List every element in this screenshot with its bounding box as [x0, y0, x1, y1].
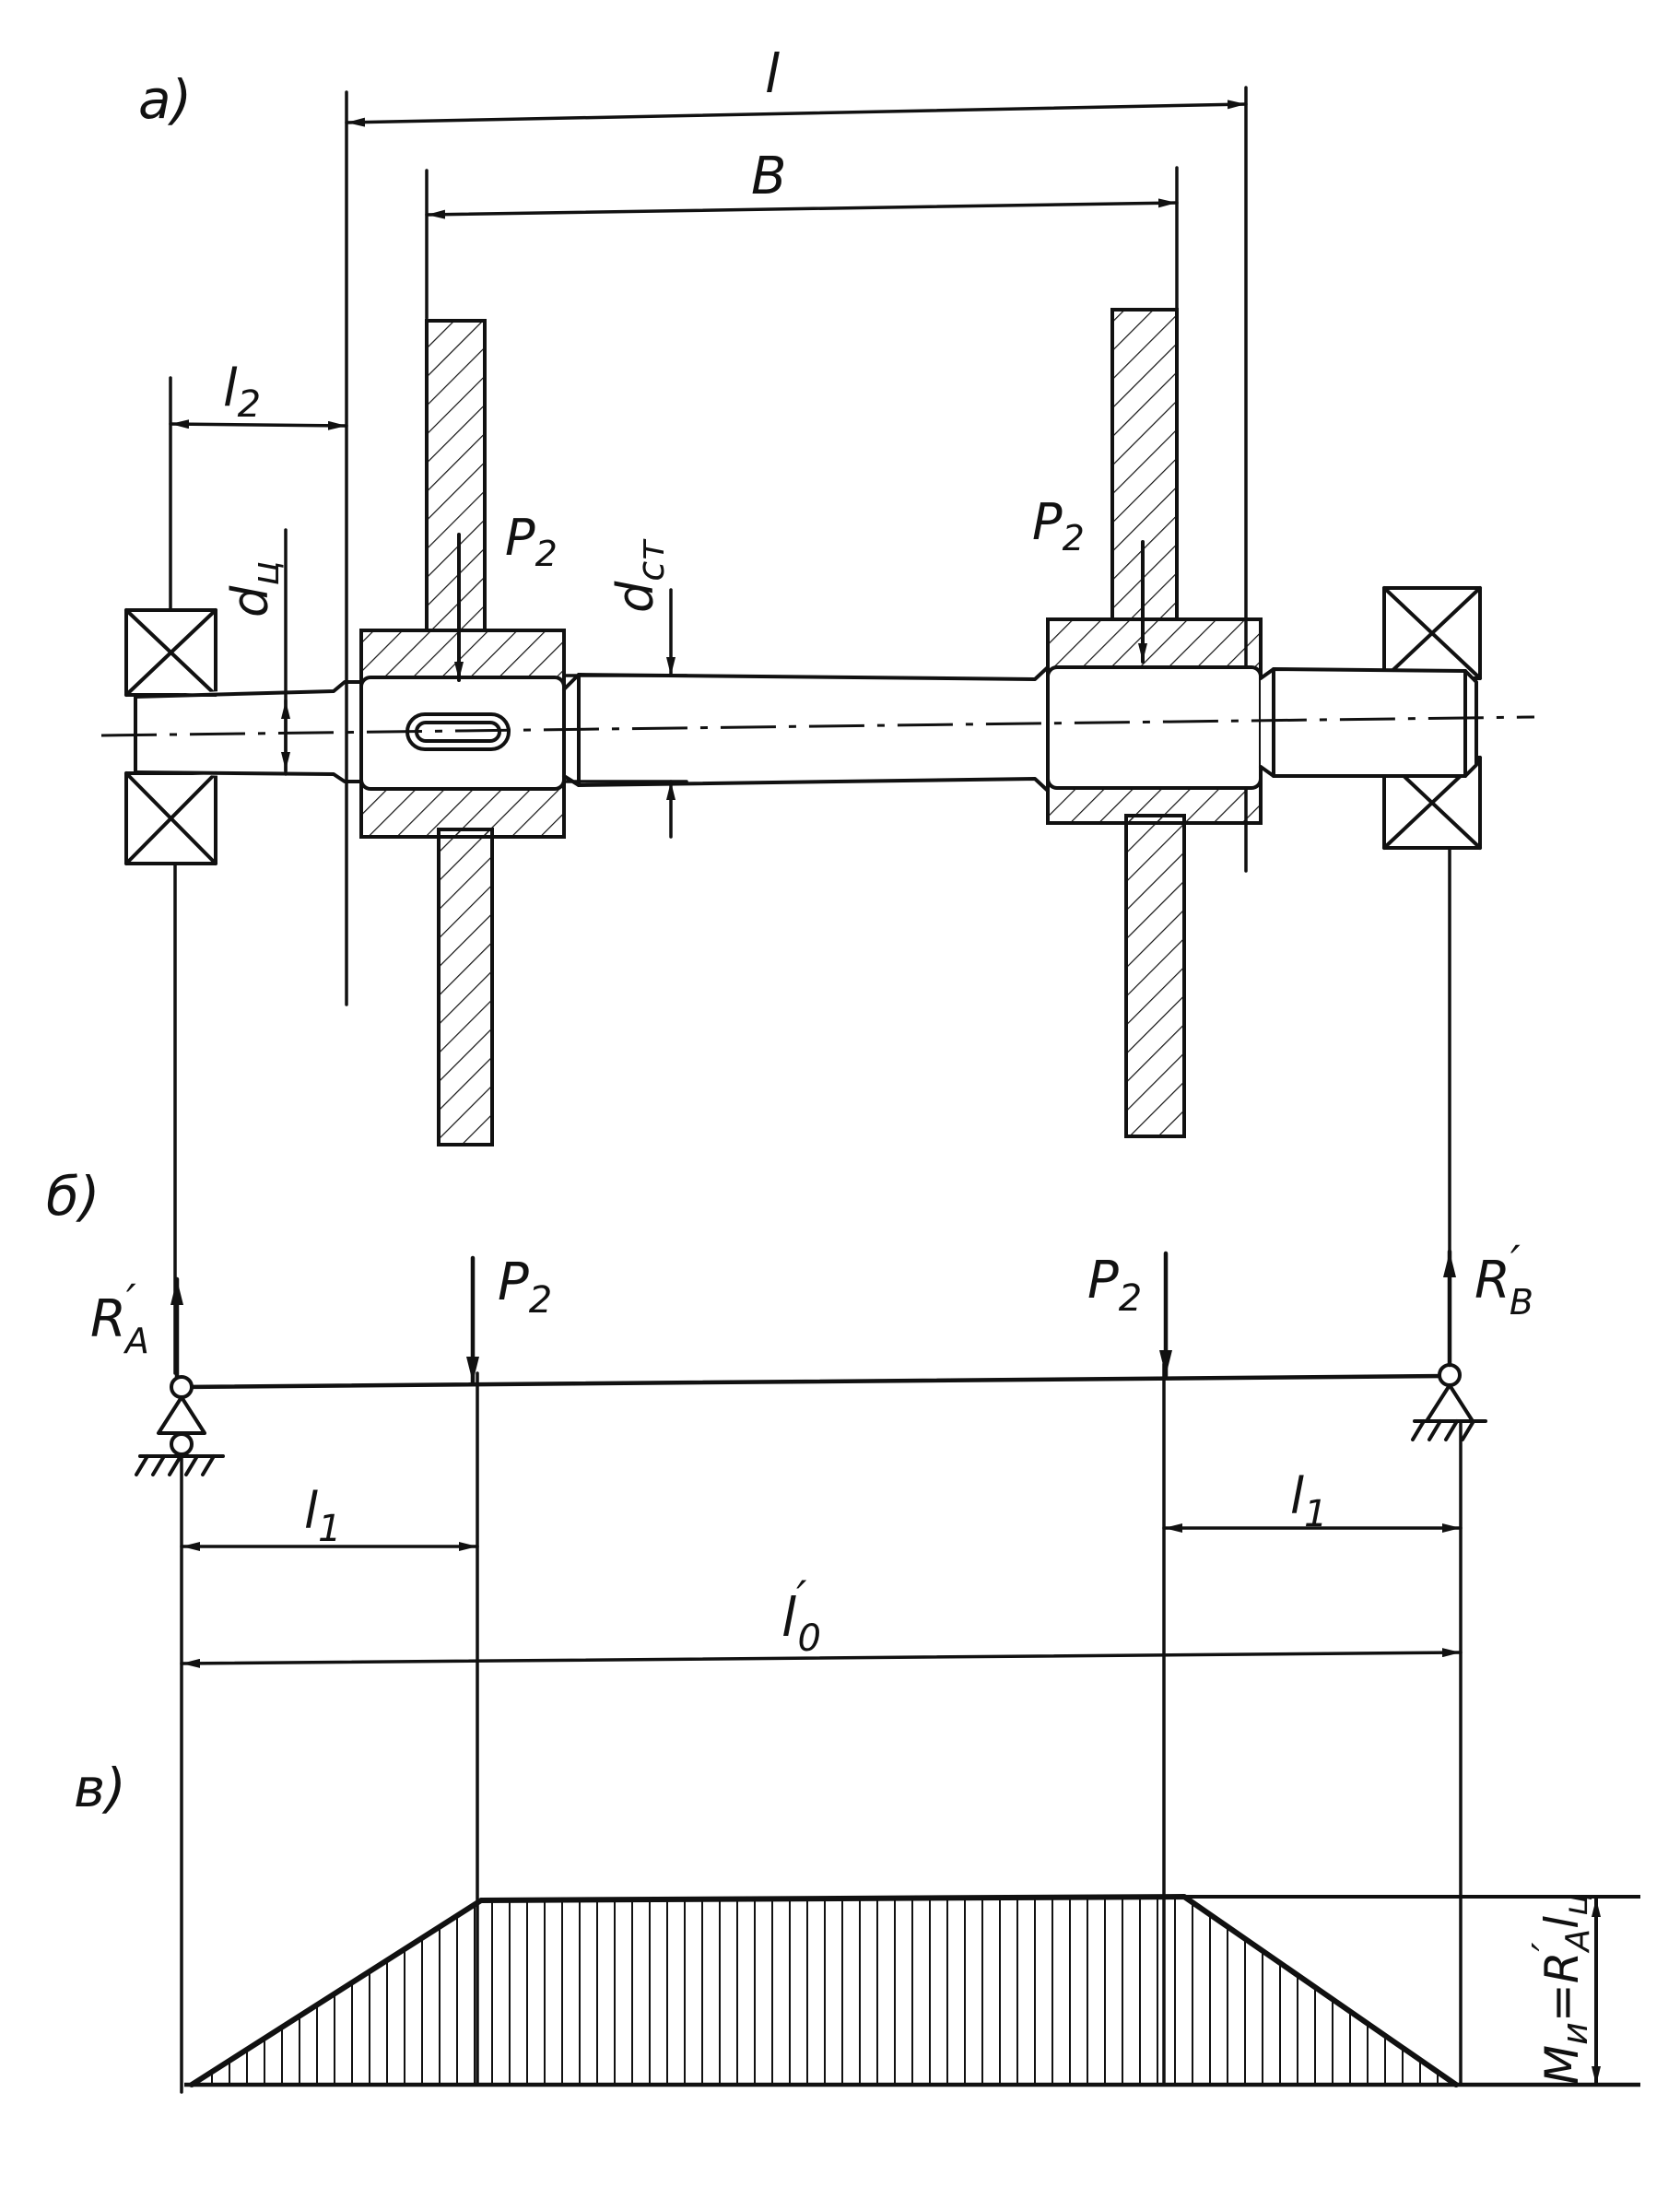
left-bearing	[124, 608, 217, 865]
load-label-right-beam: P2	[1087, 1251, 1142, 1320]
dimension-label-l1-left: l1	[304, 1482, 341, 1550]
reaction-label-b: R′B	[1474, 1237, 1533, 1323]
load-label-left-beam: P2	[498, 1252, 552, 1322]
shaft-centerline	[100, 715, 1535, 737]
hub-diameter-dim	[562, 588, 688, 839]
dimension-label-l1-right: l1	[1290, 1467, 1327, 1535]
extension-lines	[169, 86, 1248, 1006]
right-gear-web-lower	[1124, 814, 1186, 1138]
dimension-line-l0	[180, 1648, 1463, 1668]
panel-label-b: б)	[46, 1165, 100, 1228]
bending-moment-diagram	[184, 1894, 1640, 2087]
reaction-label-a: R′A	[90, 1276, 149, 1361]
dimension-line-l	[345, 100, 1248, 127]
left-gear-web-lower	[437, 828, 494, 1146]
dimension-line-b	[425, 198, 1179, 219]
dimension-label-b: B	[751, 147, 786, 206]
left-support	[135, 1375, 225, 1476]
panel-label-c: в)	[74, 1757, 126, 1819]
right-support	[1411, 1363, 1487, 1441]
dimension-label-l: l	[765, 42, 780, 105]
shaft-body	[134, 665, 1478, 793]
dimension-line-l2	[169, 419, 348, 430]
moment-label: Mи=R′Alц	[1524, 1893, 1597, 2085]
hub-diameter-label: dст	[606, 538, 673, 613]
left-gear-web-upper	[425, 319, 487, 632]
panel-label-a: а)	[138, 68, 192, 131]
load-label-right-shaft: P2	[1032, 493, 1085, 559]
beam-line	[179, 1373, 1450, 1390]
journal-diameter-label: dц	[221, 560, 288, 617]
load-label-left-shaft: P2	[505, 509, 558, 574]
dimension-label-l0: l′0	[781, 1571, 821, 1660]
dimension-label-l2: l2	[223, 359, 261, 426]
